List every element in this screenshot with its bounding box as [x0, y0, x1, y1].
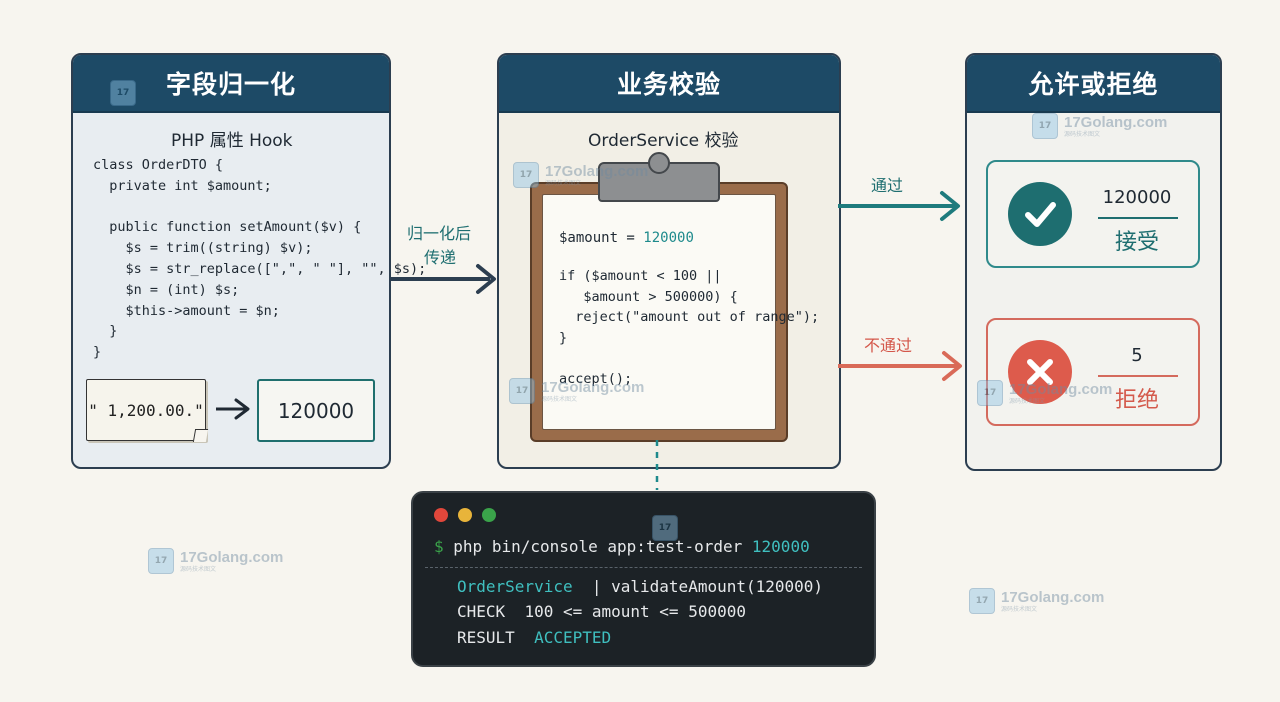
watermark-logo-icon: 17: [969, 588, 995, 614]
minimize-dot-icon: [458, 508, 472, 522]
validate-subtitle: OrderService 校验: [588, 131, 739, 151]
terminal-line-2: CHECK 100 <= amount <= 500000: [457, 602, 746, 621]
terminal-window: $ php bin/console app:test-order 120000 …: [411, 491, 876, 667]
normalize-panel-title: 字段归一化: [73, 55, 389, 113]
reject-label: 拒绝: [1114, 388, 1159, 413]
validate-panel-title: 业务校验: [499, 55, 839, 113]
check-icon: [1008, 182, 1072, 246]
accept-card: 120000 接受: [986, 160, 1200, 268]
normalized-value-box: 120000: [257, 379, 375, 442]
handoff-label-2: 传递: [424, 248, 457, 267]
assign-value: 120000: [643, 230, 694, 246]
close-dot-icon: [434, 508, 448, 522]
normalize-subtitle: PHP 属性 Hook: [171, 131, 293, 151]
reject-number: 5: [1131, 345, 1143, 366]
reject-card: 5 拒绝: [986, 318, 1200, 426]
watermark-logo-icon: 17: [513, 162, 539, 188]
watermark-logo-icon: 17: [148, 548, 174, 574]
handoff-label-1: 归一化后: [407, 224, 472, 243]
terminal-check-key: CHECK: [457, 602, 506, 621]
cross-icon: [1008, 340, 1072, 404]
raw-input-note: " 1,200.00.": [86, 379, 206, 441]
accept-divider: [1098, 217, 1178, 219]
pass-label: 通过: [871, 176, 904, 195]
raw-input-value: " 1,200.00.": [88, 400, 204, 420]
watermark-logo-icon: 17: [509, 378, 535, 404]
assign-prefix: $amount =: [559, 230, 644, 246]
clipboard-clip-icon: [598, 152, 720, 202]
terminal-call: | validateAmount(120000): [572, 577, 824, 596]
terminal-line-1: OrderService | validateAmount(120000): [457, 577, 823, 596]
terminal-result-value: ACCEPTED: [514, 628, 612, 647]
watermark-logo-icon: 17: [110, 80, 136, 106]
watermark-logo-icon: 17: [1032, 113, 1058, 139]
pass-arrow-icon: [838, 191, 960, 221]
prompt-symbol: $: [434, 537, 444, 556]
terminal-command: php bin/console app:test-order: [453, 537, 743, 556]
normalize-code: class OrderDTO { private int $amount; pu…: [93, 157, 427, 361]
accept-label: 接受: [1114, 230, 1159, 255]
validate-code-body: if ($amount < 100 || $amount > 500000) {…: [559, 268, 820, 387]
terminal-service: OrderService: [457, 577, 573, 596]
decision-panel-title: 允许或拒绝: [967, 55, 1220, 113]
fail-label: 不通过: [864, 336, 913, 355]
terminal-command-line: $ php bin/console app:test-order 120000: [434, 537, 810, 556]
watermark-logo-icon: 17: [652, 515, 678, 541]
reject-divider: [1098, 375, 1178, 377]
terminal-divider: [425, 567, 862, 568]
watermark-logo-icon: 17: [977, 380, 1003, 406]
terminal-command-arg: 120000: [751, 537, 810, 556]
normalized-value: 120000: [277, 398, 355, 423]
maximize-dot-icon: [482, 508, 496, 522]
terminal-result-key: RESULT: [457, 628, 515, 647]
validate-code-assign: $amount = 120000: [559, 228, 694, 249]
fail-arrow-icon: [838, 351, 962, 381]
terminal-line-3: RESULT ACCEPTED: [457, 628, 611, 647]
terminal-check-value: 100 <= amount <= 500000: [505, 602, 746, 621]
accept-number: 120000: [1102, 187, 1172, 208]
